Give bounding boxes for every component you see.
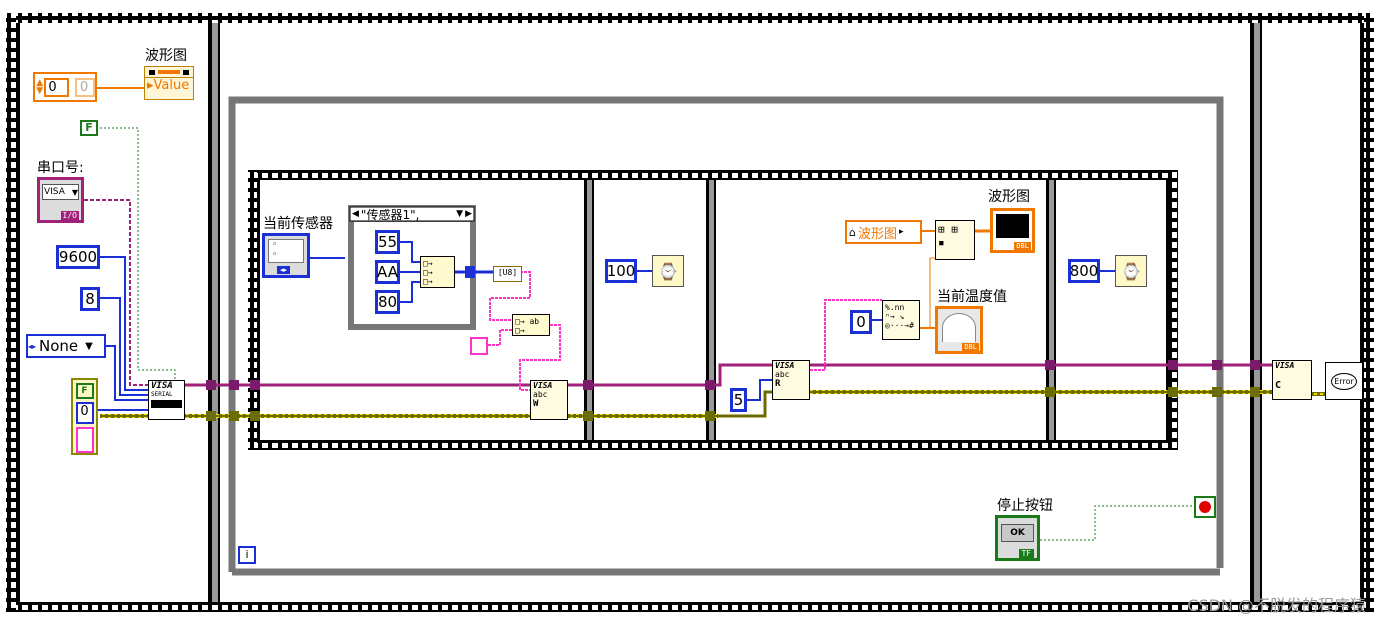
vi-w-text: W — [533, 399, 539, 409]
ok-button-face[interactable]: OK — [1001, 524, 1034, 542]
vi-r-text: R — [775, 379, 781, 389]
io-tag: I/O — [60, 211, 79, 220]
vi-visa-text: VISA — [1275, 361, 1295, 370]
next-case-icon[interactable]: ▶ — [465, 209, 472, 219]
bool-wires — [100, 127, 1195, 541]
stop-button-label: 停止按钮 — [997, 498, 1053, 514]
temperature-gauge-indicator[interactable]: DBL — [935, 306, 983, 354]
baud-rate-constant[interactable]: 9600 — [56, 245, 100, 269]
dbl-tag: DBL — [1014, 242, 1031, 250]
watermark: CSDN @不脱发的程序猿 — [1187, 596, 1366, 615]
waveform-property-node[interactable]: ▸Value — [144, 66, 194, 100]
error-bubble-icon: Error — [1331, 372, 1357, 390]
stop-terminal — [1194, 496, 1216, 518]
error-wires — [100, 390, 1325, 418]
enum-arrows-icon: ◂▸ — [277, 266, 291, 274]
index-stepper-icon[interactable]: ▲▼ — [36, 78, 44, 96]
wait-ms-node-2[interactable]: ⌚ — [1115, 255, 1147, 287]
u8-text: U8 — [502, 268, 513, 277]
vi-serial-text: SERIAL — [151, 391, 173, 398]
error-cluster-constant[interactable]: F 0 — [71, 378, 98, 455]
iteration-terminal: i — [238, 546, 256, 564]
zero-constant[interactable]: 0 — [850, 310, 872, 334]
serial-port-icon — [151, 400, 182, 408]
vi-abc-text: abc — [533, 390, 548, 399]
vi-c-text: C — [1275, 380, 1282, 391]
byte-array-to-string-node[interactable]: □→ ab□→ — [512, 314, 550, 336]
visa-configure-serial-vi[interactable]: VISA SERIAL — [148, 380, 185, 420]
current-sensor-control[interactable]: ◦◦ ◂▸ — [262, 233, 310, 278]
waveform-chart-indicator[interactable]: DBL — [990, 208, 1035, 253]
visa-resource-name: VISA — [44, 187, 65, 197]
visa-close-vi[interactable]: VISA C — [1272, 360, 1312, 400]
case-selector[interactable]: ◀ "传感器1", ▼ ▶ — [350, 207, 474, 222]
current-sensor-label: 当前传感器 — [263, 216, 333, 232]
byte-aa-constant[interactable]: AA — [375, 260, 400, 284]
wait-ms-node[interactable]: ⌚ — [652, 255, 684, 287]
outer-sequence-frame — [6, 13, 1374, 612]
bool-false-constant[interactable]: F — [80, 120, 98, 136]
tunnels — [206, 266, 1260, 421]
visa-read-vi[interactable]: VISA abc R — [772, 360, 810, 400]
case-dropdown-icon[interactable]: ▼ — [456, 209, 464, 219]
visa-write-vi[interactable]: VISA abc W — [530, 380, 568, 420]
stop-button-control[interactable]: OK TF — [995, 515, 1040, 561]
wait-100-constant[interactable]: 100 — [605, 259, 637, 283]
case-structure — [348, 205, 476, 330]
vi-visa-text: VISA — [151, 381, 173, 391]
while-loop — [228, 96, 1224, 576]
string-wires — [488, 271, 561, 391]
vi-visa-text: VISA — [533, 381, 553, 390]
property-node-label: 波形图 — [857, 226, 897, 242]
array-element-value[interactable]: 0 — [74, 77, 95, 97]
wait-800-constant[interactable]: 800 — [1068, 259, 1100, 283]
cluster-string[interactable] — [75, 427, 94, 453]
simple-error-handler-vi[interactable]: Error — [1325, 362, 1363, 400]
waveform-label-right: 波形图 — [988, 189, 1030, 205]
visa-resource-control[interactable]: VISA ▼ I/O — [37, 177, 84, 223]
dbl-tag: DBL — [962, 343, 979, 351]
parity-value: None — [39, 337, 79, 355]
waveform-label-top: 波形图 — [145, 48, 187, 64]
serial-port-label: 串口号: — [37, 160, 84, 176]
read-count-constant[interactable]: 5 — [730, 388, 747, 412]
string-constant[interactable] — [470, 337, 488, 355]
build-array-waveform-node[interactable]: ⊞ ⊞▪ — [935, 220, 975, 260]
home-icon: ⌂ — [849, 225, 856, 239]
vi-visa-text: VISA — [775, 361, 795, 370]
case-selector-value: "传感器1", — [360, 207, 420, 222]
index-array-control[interactable]: ▲▼ 0 0 — [33, 72, 97, 102]
byte-55-constant[interactable]: 55 — [375, 230, 400, 254]
u8-conversion-node[interactable]: [U8] — [493, 266, 522, 282]
cluster-num[interactable]: 0 — [75, 402, 94, 424]
number-wires — [97, 241, 1115, 411]
cluster-bool[interactable]: F — [75, 383, 94, 399]
clock-icon: ⌚ — [1121, 261, 1141, 281]
clock-icon: ⌚ — [658, 261, 678, 281]
data-bits-constant[interactable]: 8 — [80, 287, 100, 311]
prev-case-icon[interactable]: ◀ — [352, 209, 359, 219]
dbl-wires — [97, 87, 990, 329]
arrow-right-icon: ▸ — [899, 227, 904, 237]
property-node-waveform[interactable]: ⌂ 波形图 ▸ — [845, 220, 922, 244]
dropdown-icon[interactable]: ▼ — [71, 187, 78, 197]
current-temp-label: 当前温度值 — [937, 289, 1007, 305]
parity-enum-constant[interactable]: ◂▸ None ▼ — [26, 334, 106, 358]
chevron-down-icon[interactable]: ▼ — [85, 340, 93, 352]
visa-wires — [84, 199, 1272, 387]
vi-abc-text: abc — [775, 370, 790, 379]
build-array-node[interactable]: □→□→□→ — [420, 256, 455, 288]
inner-sequence-frame — [248, 170, 1178, 450]
waveform-value-text: Value — [153, 78, 190, 93]
index-value[interactable]: 0 — [44, 77, 69, 97]
enum-arrows-icon: ◂▸ — [28, 341, 37, 351]
byte-80-constant[interactable]: 80 — [375, 290, 400, 314]
tf-tag: TF — [1018, 549, 1034, 558]
